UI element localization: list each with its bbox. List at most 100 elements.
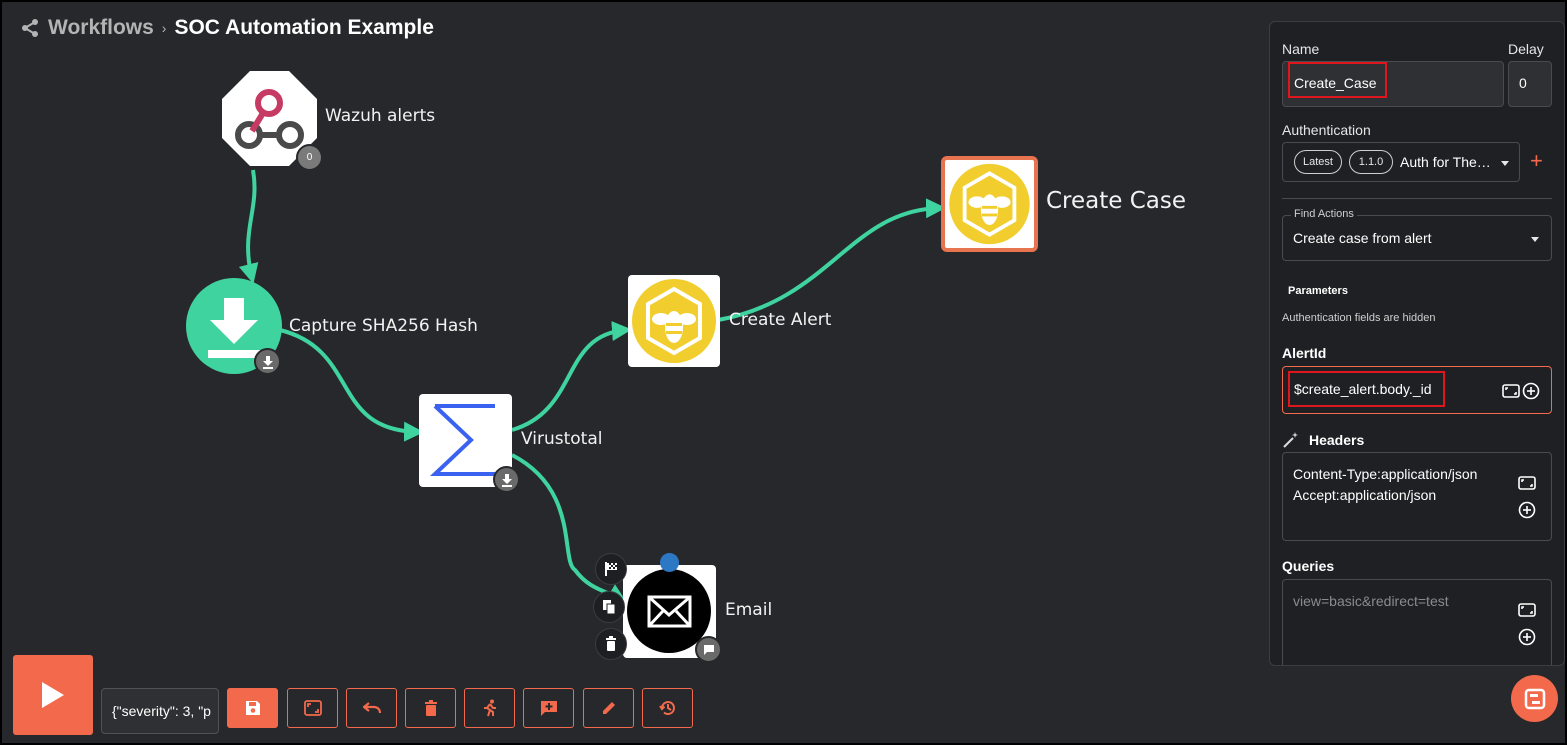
find-actions-label: Find Actions — [1291, 208, 1357, 220]
edge-createalert-createcase[interactable] — [717, 198, 946, 322]
edge-virustotal-email[interactable] — [511, 453, 628, 604]
authentication-label: Authentication — [1282, 122, 1371, 138]
headers-line-1: Content-Type:application/json — [1293, 466, 1478, 482]
breadcrumb-separator: › — [161, 20, 167, 36]
comment-add-icon — [540, 700, 557, 716]
queries-label: Queries — [1282, 558, 1335, 574]
comment-badge-icon — [695, 636, 722, 663]
node-connect-handle[interactable] — [660, 553, 679, 572]
shuffle-logo-icon — [1524, 688, 1545, 709]
test-run-button[interactable] — [464, 688, 515, 728]
download-badge-icon — [493, 466, 520, 493]
node-email[interactable] — [623, 565, 722, 663]
magic-wand-icon[interactable] — [1282, 431, 1300, 449]
find-actions-value: Create case from alert — [1293, 230, 1432, 246]
find-actions-select[interactable]: Find Actions Create case from alert — [1282, 208, 1552, 261]
node-create-alert[interactable] — [628, 275, 720, 367]
node-capture-sha256[interactable] — [186, 278, 282, 375]
workflow-share-icon — [22, 19, 38, 37]
authentication-select[interactable]: Latest 1.1.0 Auth for The… — [1282, 142, 1520, 182]
node-badge: 0 — [296, 144, 323, 171]
expand-field-icon[interactable] — [1518, 601, 1536, 619]
edge-virustotal-createalert[interactable] — [511, 321, 632, 432]
auth-latest-pill[interactable]: Latest — [1294, 150, 1342, 174]
copy-icon — [603, 600, 616, 615]
delete-selected-button[interactable] — [405, 688, 456, 728]
name-input-value: Create_Case — [1294, 75, 1377, 91]
action-settings-panel: Name Delay Create_Case 0 Authentication … — [1269, 21, 1565, 666]
auth-select-value: Auth for The… — [1400, 154, 1491, 170]
run-workflow-button[interactable] — [13, 655, 93, 735]
breadcrumb-workflows-link[interactable]: Workflows — [48, 16, 154, 39]
edge-wazuh-capture[interactable] — [238, 169, 259, 284]
node-label-capture: Capture SHA256 Hash — [289, 316, 478, 336]
download-badge-icon — [254, 348, 281, 375]
save-icon — [245, 701, 260, 715]
name-highlight-box — [1288, 62, 1387, 98]
add-variable-icon[interactable] — [1518, 501, 1536, 519]
headers-label: Headers — [1309, 432, 1365, 448]
webhook-icon — [222, 71, 317, 166]
flag-icon — [605, 562, 617, 576]
fullscreen-button[interactable] — [287, 688, 338, 728]
save-button[interactable] — [227, 688, 278, 728]
delete-node-button[interactable] — [595, 628, 627, 660]
expand-field-icon[interactable] — [1518, 474, 1536, 492]
edge-capture-virustotal[interactable] — [279, 328, 424, 442]
edit-icon — [602, 702, 615, 714]
node-wazuh-alerts[interactable]: 0 — [222, 71, 323, 171]
breadcrumb: Workflows › SOC Automation Example — [20, 16, 434, 40]
page-title: SOC Automation Example — [174, 16, 434, 39]
duplicate-node-button[interactable] — [593, 591, 625, 623]
add-auth-plus-icon[interactable]: + — [1530, 148, 1543, 173]
edit-workflow-button[interactable] — [583, 688, 634, 728]
delay-input[interactable]: 0 — [1508, 61, 1552, 107]
alertid-label: AlertId — [1282, 345, 1327, 361]
queries-placeholder: view=basic&redirect=test — [1293, 593, 1449, 609]
delete-icon — [424, 700, 437, 716]
virustotal-icon — [419, 394, 512, 487]
play-icon — [42, 682, 64, 708]
node-label-create-case: Create Case — [1046, 188, 1187, 214]
download-icon — [186, 278, 282, 374]
name-input[interactable]: Create_Case — [1282, 61, 1504, 107]
headers-line-2: Accept:application/json — [1293, 487, 1437, 503]
queries-textarea[interactable]: view=basic&redirect=test — [1282, 579, 1552, 665]
run-walk-icon — [483, 699, 496, 717]
set-start-node-button[interactable] — [595, 553, 627, 585]
delay-label: Delay — [1508, 41, 1544, 57]
node-virustotal[interactable] — [419, 394, 520, 493]
add-comment-button[interactable] — [523, 688, 574, 728]
add-variable-icon[interactable] — [1518, 628, 1536, 646]
auth-version-pill[interactable]: 1.1.0 — [1349, 150, 1393, 174]
workflow-canvas[interactable]: Workflows › SOC Automation Example 0 Waz… — [0, 0, 1265, 745]
node-label-wazuh: Wazuh alerts — [325, 106, 436, 126]
execution-argument-input[interactable]: {"severity": 3, "p — [101, 688, 219, 734]
workflow-edges — [238, 169, 946, 604]
chevron-down-icon — [1531, 237, 1539, 242]
fullscreen-icon — [303, 700, 322, 716]
headers-textarea[interactable]: Content-Type:application/json Accept:app… — [1282, 452, 1552, 541]
alertid-input[interactable]: $create_alert.body._id — [1282, 366, 1552, 414]
trash-icon — [606, 636, 616, 651]
auth-hidden-note: Authentication fields are hidden — [1282, 312, 1436, 324]
chevron-down-icon — [1501, 161, 1509, 166]
node-label-create-alert: Create Alert — [729, 310, 832, 330]
history-icon — [658, 701, 675, 716]
delay-input-value: 0 — [1519, 75, 1527, 91]
alertid-input-value: $create_alert.body._id — [1294, 381, 1432, 397]
mail-icon — [627, 569, 711, 653]
parameters-title: Parameters — [1288, 285, 1348, 297]
node-label-virustotal: Virustotal — [521, 429, 603, 449]
undo-button[interactable] — [346, 688, 397, 728]
expand-field-icon[interactable] — [1502, 382, 1520, 400]
history-button[interactable] — [642, 688, 693, 728]
thehive-bee-icon — [949, 163, 1030, 245]
add-variable-icon[interactable] — [1522, 382, 1540, 400]
shuffle-help-button[interactable] — [1511, 675, 1558, 722]
thehive-bee-icon — [628, 275, 720, 367]
panel-divider — [1282, 198, 1552, 199]
node-create-case[interactable] — [941, 156, 1038, 252]
name-label: Name — [1282, 41, 1320, 57]
node-label-email: Email — [725, 600, 773, 620]
